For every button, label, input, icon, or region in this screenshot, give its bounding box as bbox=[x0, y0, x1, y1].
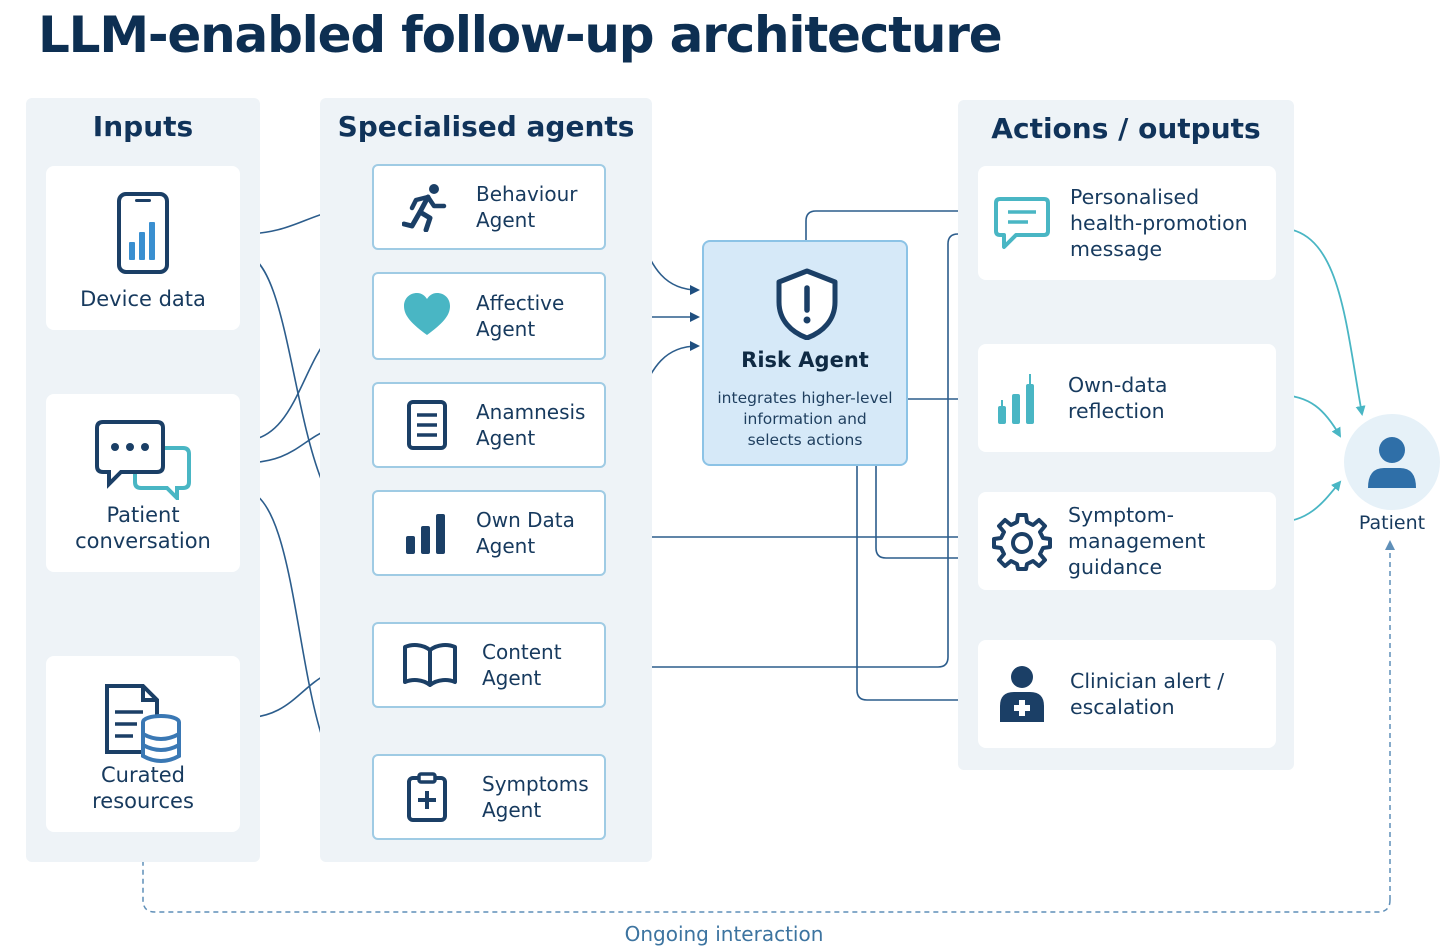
action-label: Personalised health-promotion message bbox=[1070, 185, 1248, 261]
risk-agent: Risk Agent integrates higher-level infor… bbox=[702, 240, 908, 466]
action-label: Symptom-management guidance bbox=[1068, 503, 1206, 579]
arrow-message-patient bbox=[1277, 227, 1366, 416]
agent-symptoms: Symptoms Agent bbox=[372, 754, 606, 840]
agent-own-data: Own Data Agent bbox=[372, 490, 606, 576]
actions-title: Actions / outputs bbox=[991, 112, 1261, 145]
action-label: Own-data reflection bbox=[1068, 373, 1168, 423]
clinician-icon bbox=[1000, 666, 1044, 722]
input-device-data: Device data bbox=[46, 166, 240, 330]
agents-title: Specialised agents bbox=[337, 110, 635, 143]
shield-alert-icon bbox=[776, 268, 838, 340]
agent-anamnesis: Anamnesis Agent bbox=[372, 382, 606, 468]
ongoing-interaction-loop-right bbox=[138, 838, 1391, 913]
arrow-risk-symptom bbox=[875, 466, 976, 563]
risk-agent-title: Risk Agent bbox=[741, 348, 869, 372]
inputs-title: Inputs bbox=[92, 110, 194, 143]
action-label: Clinician alert / escalation bbox=[1070, 669, 1225, 719]
document-database-icon bbox=[105, 684, 181, 763]
agent-label: Content Agent bbox=[482, 640, 562, 690]
patient-label: Patient bbox=[1358, 512, 1426, 534]
agent-affective: Affective Agent bbox=[372, 272, 606, 360]
action-clinician-alert: Clinician alert / escalation bbox=[978, 640, 1276, 748]
agent-label: Affective Agent bbox=[476, 291, 565, 341]
heart-icon bbox=[404, 293, 450, 335]
patient-node bbox=[1344, 414, 1440, 510]
input-patient-conversation: Patient conversation bbox=[46, 394, 240, 572]
action-symptom-management-guidance: Symptom-management guidance bbox=[978, 492, 1276, 590]
gear-icon bbox=[992, 513, 1052, 571]
chart-bars-icon bbox=[998, 374, 1034, 424]
action-own-data-reflection: Own-data reflection bbox=[978, 344, 1276, 452]
arrow-risk-message bbox=[805, 206, 976, 240]
arrow-risk-clinician bbox=[856, 466, 976, 705]
action-health-promotion-message: Personalised health-promotion message bbox=[978, 166, 1276, 280]
input-label: Device data bbox=[80, 287, 206, 311]
chat-bubbles-icon bbox=[95, 420, 191, 500]
arrow-content-message bbox=[607, 229, 976, 668]
agent-label: Symptoms Agent bbox=[482, 772, 589, 822]
input-label: Curated resources bbox=[92, 763, 194, 813]
input-label: Patient conversation bbox=[75, 503, 211, 553]
smartphone-chart-icon bbox=[117, 192, 169, 274]
input-curated-resources: Curated resources bbox=[46, 656, 240, 832]
ongoing-interaction-label: Ongoing interaction bbox=[624, 922, 824, 946]
agent-behaviour: Behaviour Agent bbox=[372, 164, 606, 250]
running-person-icon bbox=[402, 184, 447, 232]
open-book-icon bbox=[403, 643, 457, 687]
agent-label: Behaviour Agent bbox=[476, 182, 578, 232]
risk-agent-description: integrates higher-level information and … bbox=[717, 389, 893, 449]
document-list-icon bbox=[407, 400, 447, 450]
page-title: LLM-enabled follow-up architecture bbox=[38, 6, 1003, 64]
patient-icon bbox=[1368, 437, 1416, 488]
bar-chart-icon bbox=[406, 514, 445, 554]
agent-label: Anamnesis Agent bbox=[476, 400, 586, 450]
agent-content: Content Agent bbox=[372, 622, 606, 708]
agent-label: Own Data Agent bbox=[476, 508, 575, 558]
message-icon bbox=[994, 197, 1050, 249]
medical-clipboard-icon bbox=[407, 772, 447, 822]
